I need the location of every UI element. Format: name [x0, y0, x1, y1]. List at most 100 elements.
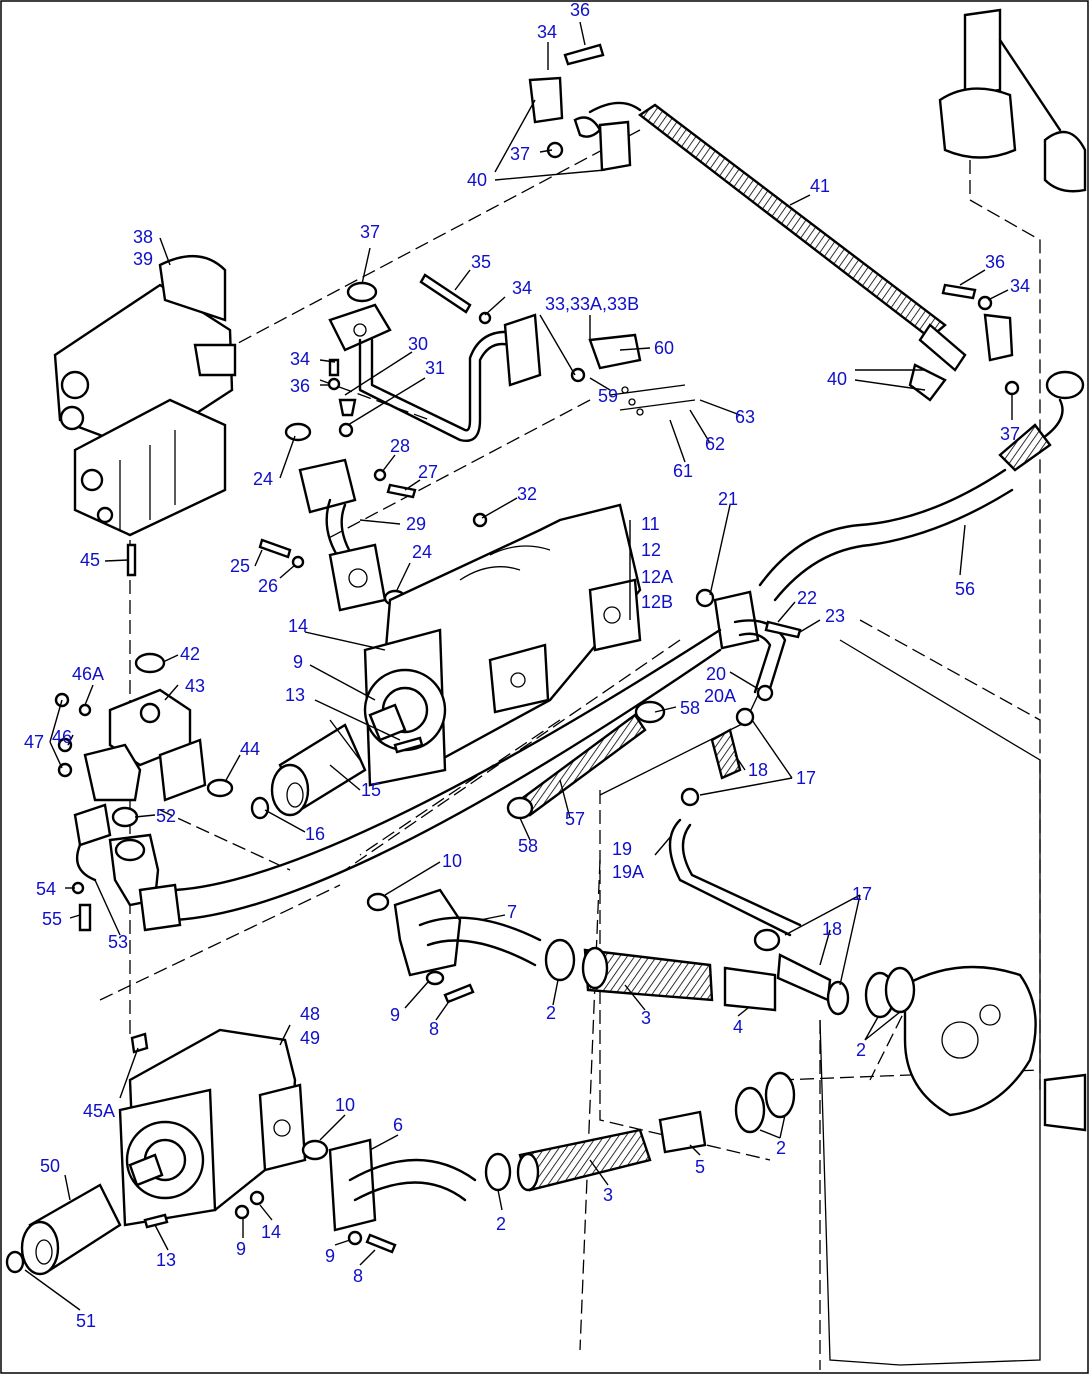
strainer-50 — [5, 1183, 122, 1276]
callout-22: 22 — [797, 588, 817, 608]
callout-14-top: 14 — [288, 616, 308, 636]
callout-36-left: 36 — [290, 376, 310, 396]
callout-9-low-a: 9 — [236, 1239, 246, 1259]
callout-13-low: 13 — [156, 1250, 176, 1270]
callout-57: 57 — [565, 809, 585, 829]
callout-20: 20 — [706, 664, 726, 684]
callout-23: 23 — [825, 606, 845, 626]
callout-36-right: 36 — [985, 252, 1005, 272]
gear-pump-48-49 — [118, 1028, 307, 1229]
callout-40-right: 40 — [827, 369, 847, 389]
callout-36-top: 36 — [570, 0, 590, 20]
strainer-15 — [250, 719, 367, 820]
callout-10-mid: 10 — [442, 851, 462, 871]
callout-15: 15 — [361, 780, 381, 800]
callout-24-left: 24 — [253, 469, 273, 489]
callout-34-left: 34 — [290, 349, 310, 369]
callout-25: 25 — [230, 556, 250, 576]
callout-13-top: 13 — [285, 685, 305, 705]
callout-17-mid: 17 — [852, 884, 872, 904]
callout-32: 32 — [517, 484, 537, 504]
callout-37-mid: 37 — [360, 222, 380, 242]
callout-26: 26 — [258, 576, 278, 596]
callout-43: 43 — [185, 676, 205, 696]
callout-61: 61 — [673, 461, 693, 481]
callout-19: 19 — [612, 839, 632, 859]
callout-20A: 20A — [704, 686, 736, 706]
hose-41 — [528, 43, 967, 372]
callout-8-mid: 8 — [429, 1019, 439, 1039]
callout-28: 28 — [390, 436, 410, 456]
callout-3-mid: 3 — [641, 1008, 651, 1028]
callout-18-mid: 18 — [822, 919, 842, 939]
callout-27: 27 — [418, 462, 438, 482]
callout-44: 44 — [240, 739, 260, 759]
callout-54: 54 — [36, 879, 56, 899]
callout-47: 47 — [24, 732, 44, 752]
callout-12B: 12B — [641, 592, 673, 612]
callout-12A: 12A — [641, 567, 673, 587]
callout-9-low-b: 9 — [325, 1246, 335, 1266]
callout-labels: 36 34 37 40 41 38 39 37 35 34 33,33A,33B… — [24, 0, 1030, 1331]
callout-60: 60 — [654, 338, 674, 358]
callout-42: 42 — [180, 644, 200, 664]
callout-56: 56 — [955, 579, 975, 599]
callout-34-right: 34 — [1010, 276, 1030, 296]
callout-30: 30 — [408, 334, 428, 354]
callout-50: 50 — [40, 1156, 60, 1176]
callout-39: 39 — [133, 249, 153, 269]
callout-7: 7 — [507, 902, 517, 922]
callout-12: 12 — [641, 540, 661, 560]
suction-elbow-7 — [366, 888, 916, 1019]
pipe-57-sleeve — [173, 628, 722, 922]
callout-41: 41 — [810, 176, 830, 196]
callout-19A: 19A — [612, 862, 644, 882]
suction-elbow-6 — [301, 1071, 796, 1254]
callout-2-b: 2 — [856, 1040, 866, 1060]
callout-8-low: 8 — [353, 1266, 363, 1286]
callout-34-mid: 34 — [512, 278, 532, 298]
upper-right-elbow-fitting — [938, 8, 1087, 193]
double-pump-11-12 — [363, 503, 715, 787]
callout-59: 59 — [598, 386, 618, 406]
callout-40-top: 40 — [467, 170, 487, 190]
callout-45A: 45A — [83, 1101, 115, 1121]
callout-6: 6 — [393, 1115, 403, 1135]
callout-24-mid: 24 — [412, 542, 432, 562]
callout-37-right: 37 — [1000, 424, 1020, 444]
callout-17-top: 17 — [796, 768, 816, 788]
right-flange-fittings — [908, 283, 1085, 402]
callout-31: 31 — [425, 358, 445, 378]
callout-53: 53 — [108, 932, 128, 952]
callout-3-low: 3 — [603, 1185, 613, 1205]
callout-52: 52 — [156, 806, 176, 826]
callout-9-top: 9 — [293, 652, 303, 672]
callout-21: 21 — [718, 489, 738, 509]
callout-16: 16 — [305, 824, 325, 844]
callout-63: 63 — [735, 407, 755, 427]
callout-11: 11 — [641, 514, 660, 534]
callout-4: 4 — [733, 1017, 743, 1037]
callout-62: 62 — [705, 434, 725, 454]
callout-2-a: 2 — [546, 1003, 556, 1023]
callout-33: 33,33A,33B — [545, 294, 639, 314]
callout-58-right: 58 — [680, 698, 700, 718]
callout-38: 38 — [133, 227, 153, 247]
callout-51: 51 — [76, 1311, 96, 1331]
callout-35: 35 — [471, 252, 491, 272]
callout-14-low: 14 — [261, 1222, 281, 1242]
block-43-assembly — [54, 543, 234, 932]
elbow-20-and-pipe-19 — [668, 590, 802, 952]
callout-45: 45 — [80, 550, 100, 570]
callout-46: 46 — [52, 727, 72, 747]
pipe-assembly-29-30 — [258, 273, 696, 612]
callout-46A: 46A — [72, 664, 104, 684]
callout-leader-lines — [24, 21, 1013, 1311]
callout-18-top: 18 — [748, 760, 768, 780]
callout-58-left: 58 — [518, 836, 538, 856]
control-valve-38-39 — [53, 254, 237, 537]
callout-37-top: 37 — [510, 144, 530, 164]
callout-48: 48 — [300, 1004, 320, 1024]
